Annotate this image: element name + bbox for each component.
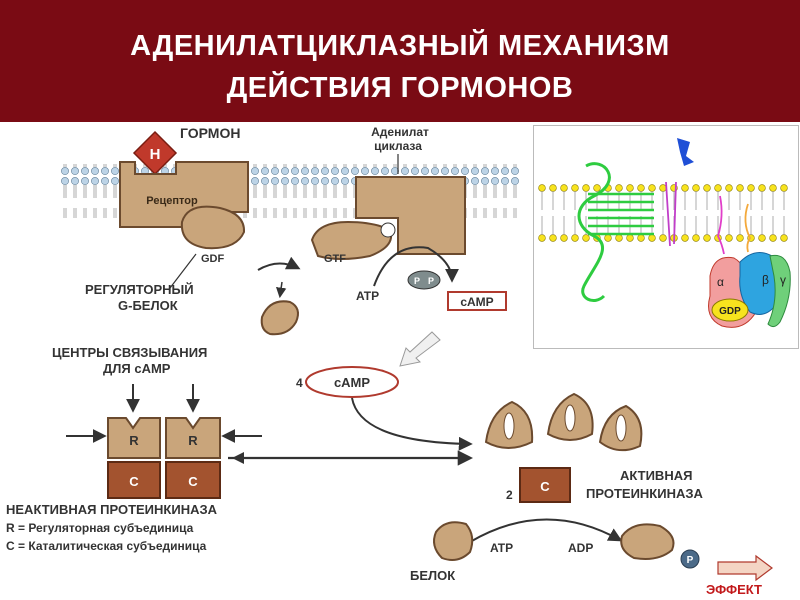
phosphorylation-arrow [469,518,623,543]
camp-center [305,366,399,398]
phosphorylated-protein [620,523,675,560]
g-protein-structure-inset: GDP α β γ [533,125,799,349]
active-r-subunits [484,392,643,452]
g-protein-gdf [180,205,246,250]
gtf-label: GTF [324,253,346,265]
camp-center-label: cAMP [334,375,370,390]
adp-label: ADP [568,541,593,555]
protein-label: БЕЛОК [410,568,455,583]
inset-lipids [538,184,788,242]
camp-box [447,291,507,311]
atp-label-bottom: ATP [490,541,513,555]
active-kinase-label-2: ПРОТЕИНКИНАЗА [586,486,703,501]
active-c-label: C [540,479,550,494]
step-4-label: 4 [296,376,303,390]
camp-binding-arrow [351,397,473,451]
pyrophosphate-label-2: P [428,276,434,286]
inset-receptor-helices [577,162,654,302]
inset-gdp [711,298,749,322]
adenylate-cyclase-label-2: циклаза [374,139,422,153]
phosphate-group [680,549,700,569]
r-subunit-right [165,417,221,459]
r-subunit-left [107,417,161,459]
hollow-arrow [399,331,441,367]
atp-label-top: ATP [356,289,379,303]
slide-title-line-2: ДЕЙСТВИЯ ГОРМОНОВ [226,72,574,104]
legend-c: С = Каталитическая субъединица [6,539,207,553]
inset-gamma-label: γ [780,273,786,287]
title-banner: АДЕНИЛАТЦИКЛАЗНЫЙ МЕХАНИЗМ ДЕЙСТВИЯ ГОРМ… [0,0,800,122]
activation-arrow [257,256,301,271]
inset-g-gamma [767,254,791,328]
inactive-kinase-title: НЕАКТИВНАЯ ПРОТЕИНКИНАЗА [6,502,218,517]
c-label-right: C [188,474,198,489]
beta-gamma-subunit [260,300,299,336]
binding-centers-label-1: ЦЕНТРЫ СВЯЗЫВАНИЯ [52,345,207,360]
substrate-protein [433,521,474,561]
binding-centers-label-2: ДЛЯ cAMP [103,361,171,376]
hormone-label: ГОРМОН [180,125,240,141]
pyrophosphate [407,270,441,290]
active-c-subunit [519,467,571,503]
regulatory-g-protein-label-1: РЕГУЛЯТОРНЫЙ [85,282,194,297]
step-2-label: 2 [506,488,513,502]
phosphate-label: P [687,555,694,566]
adenylate-cyclase-diagram: Н ГОРМОН Рецептор GDF Аденилат циклаза G… [6,125,773,597]
adenylate-cyclase-label-1: Аденилат [371,125,429,139]
inset-alpha-label: α [717,275,724,289]
gdf-label: GDF [201,253,225,265]
hormone-symbol-label: Н [150,146,161,163]
active-kinase-label-1: АКТИВНАЯ [620,468,692,483]
slide-title-line-1: АДЕНИЛАТЦИКЛАЗНЫЙ МЕХАНИЗМ [130,30,670,62]
pyrophosphate-label-1: P [414,276,420,286]
camp-box-label: cAMP [460,295,493,309]
receptor-label: Рецептор [146,195,198,207]
inset-gdp-label: GDP [719,306,741,317]
effect-arrow [717,554,773,582]
legend-r: R = Регуляторная субъединица [6,521,194,535]
atp-conversion-arrow [373,246,459,287]
inset-beta-label: β [762,273,769,287]
c-label-left: C [129,474,139,489]
inset-hormone-ligand [677,138,694,166]
c-subunit-left [107,461,161,499]
c-subunit-right [165,461,221,499]
r-label-right: R [188,433,198,448]
regulatory-g-protein-label-2: G-БЕЛОК [118,298,178,313]
r-label-left: R [129,433,139,448]
effect-label: ЭФФЕКТ [706,582,762,597]
